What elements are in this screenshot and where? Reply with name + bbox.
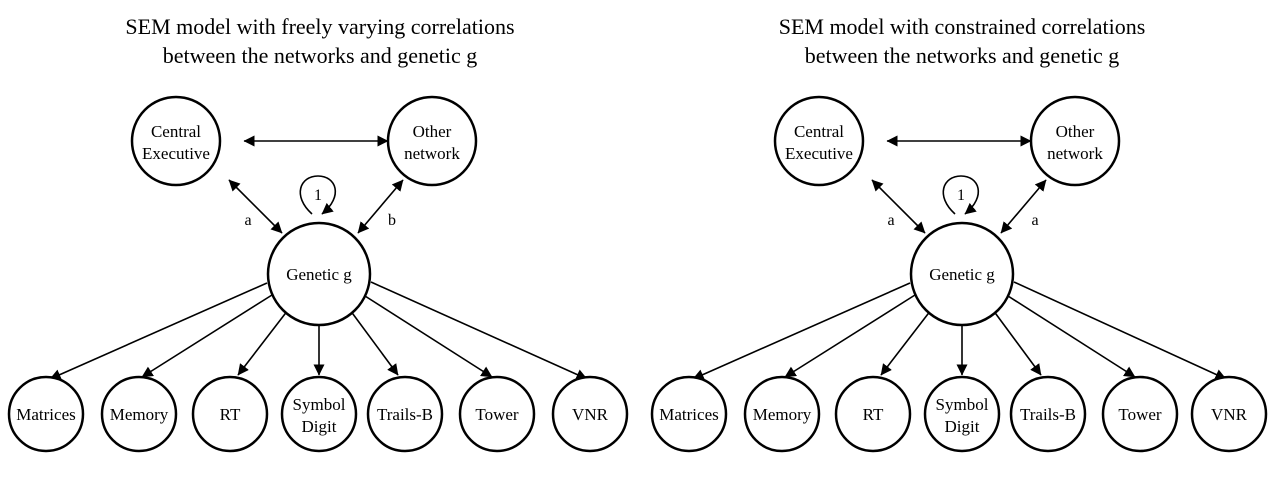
indicator-label-memory: Memory [753, 405, 812, 424]
panel-constrained: SEM model with constrained correlations … [650, 14, 1268, 453]
loading-edge-vnr [1013, 281, 1227, 380]
central-executive-label-line-1: Central [151, 122, 201, 141]
other-network-label-line-1: Other [1056, 122, 1095, 141]
genetic-g-label: Genetic g [929, 265, 995, 284]
indicator-node-matrices [650, 375, 728, 453]
path-label-right: b [388, 212, 396, 229]
loading-edge-rt [237, 309, 289, 376]
central-executive-label-line-2: Executive [142, 144, 210, 163]
g-variance-loop [299, 175, 337, 215]
indicator-node-trails-b [1009, 375, 1087, 453]
indicator-node-vnr [1190, 375, 1268, 453]
indicator-nodes-right: Matrices Memory RT Symbol Digit Trails-B… [650, 375, 1268, 453]
other-network-label-line-2: network [1047, 144, 1103, 163]
loading-edge-memory [784, 294, 916, 378]
panel-title-line-1: SEM model with constrained correlations [779, 14, 1146, 39]
panel-freely-varying: SEM model with freely varying correlatio… [7, 14, 629, 453]
indicator-label-digit: Digit [945, 417, 980, 436]
g-variance-label: 1 [314, 187, 322, 204]
other-g-covariance-edge [1000, 179, 1047, 234]
indicator-node-rt [834, 375, 912, 453]
indicator-label-memory: Memory [110, 405, 169, 424]
central-g-covariance-edge [871, 179, 926, 234]
indicator-node-memory [743, 375, 821, 453]
central-g-covariance-edge [228, 179, 283, 234]
loading-edge-vnr [370, 281, 588, 380]
g-variance-label: 1 [957, 187, 965, 204]
indicator-label-symbol: Symbol [936, 395, 989, 414]
genetic-g-node [266, 221, 372, 327]
loading-edge-trails-b [992, 309, 1042, 376]
indicator-label-matrices: Matrices [659, 405, 718, 424]
indicator-label-rt: RT [220, 405, 241, 424]
genetic-g-label: Genetic g [286, 265, 352, 284]
indicator-label-trails-b: Trails-B [1020, 405, 1076, 424]
other-network-label-line-2: network [404, 144, 460, 163]
other-network-label-line-1: Other [413, 122, 452, 141]
indicator-label-tower: Tower [1118, 405, 1162, 424]
indicator-label-trails-b: Trails-B [377, 405, 433, 424]
other-network-node [386, 95, 478, 187]
indicator-node-tower [1101, 375, 1179, 453]
indicator-node-rt [191, 375, 269, 453]
path-label-left: a [244, 212, 251, 229]
indicator-label-symbol: Symbol [293, 395, 346, 414]
loading-edge-tower [364, 295, 493, 378]
central-executive-node [130, 95, 222, 187]
panel-title-line-1: SEM model with freely varying correlatio… [125, 14, 514, 39]
central-executive-label-line-1: Central [794, 122, 844, 141]
indicator-label-matrices: Matrices [16, 405, 75, 424]
loading-edge-trails-b [349, 309, 399, 376]
indicator-label-digit: Digit [302, 417, 337, 436]
indicator-nodes-left: Matrices Memory RT Symbol Digit Trails-B… [7, 375, 629, 453]
path-label-right: a [1031, 212, 1038, 229]
indicator-label-rt: RT [863, 405, 884, 424]
indicator-node-memory [100, 375, 178, 453]
other-network-node [1029, 95, 1121, 187]
path-label-left: a [887, 212, 894, 229]
loading-edge-tower [1007, 295, 1136, 378]
loading-edge-rt [880, 309, 932, 376]
indicator-node-matrices [7, 375, 85, 453]
loading-edge-matrices [692, 282, 911, 380]
indicator-label-vnr: VNR [572, 405, 609, 424]
indicator-label-vnr: VNR [1211, 405, 1248, 424]
g-variance-loop [942, 175, 980, 215]
indicator-node-symbol-digit [280, 375, 358, 453]
loading-edge-matrices [49, 282, 268, 380]
other-g-covariance-edge [357, 179, 404, 234]
central-executive-label-line-2: Executive [785, 144, 853, 163]
indicator-node-trails-b [366, 375, 444, 453]
genetic-g-node [909, 221, 1015, 327]
indicator-node-symbol-digit [923, 375, 1001, 453]
indicator-node-tower [458, 375, 536, 453]
panel-title-line-2: between the networks and genetic g [805, 43, 1120, 68]
indicator-label-tower: Tower [475, 405, 519, 424]
loading-edge-memory [141, 294, 273, 378]
central-executive-node [773, 95, 865, 187]
indicator-node-vnr [551, 375, 629, 453]
panel-title-line-2: between the networks and genetic g [163, 43, 478, 68]
